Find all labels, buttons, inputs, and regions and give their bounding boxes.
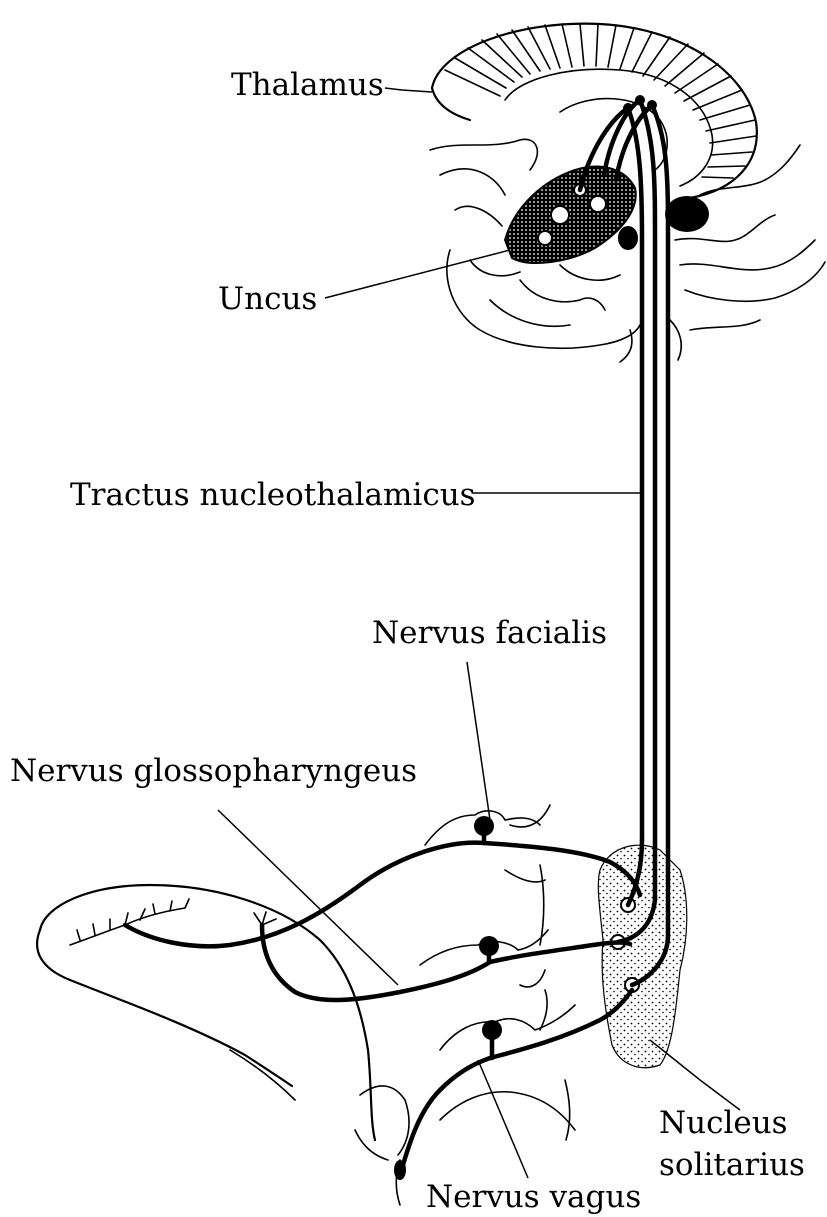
label-uncus: Uncus xyxy=(218,281,317,317)
nucleus-solitarius-region xyxy=(598,845,686,1067)
label-nucleus: Nucleus xyxy=(659,1105,788,1141)
label-nervus-vagus: Nervus vagus xyxy=(426,1179,641,1215)
nerve-facialis xyxy=(125,816,640,946)
uncus-mass xyxy=(505,167,709,263)
pharynx-contours xyxy=(230,805,575,1205)
brain-contours xyxy=(430,139,825,362)
label-nervus-glossopharyngeus: Nervus glossopharyngeus xyxy=(10,753,417,789)
label-nervus-facialis: Nervus facialis xyxy=(372,615,607,651)
taste-buds xyxy=(70,899,276,945)
tongue-outline xyxy=(37,885,375,1140)
label-thalamus: Thalamus xyxy=(231,67,384,103)
tractus-bundle xyxy=(628,100,668,935)
label-tractus-nucleothalamicus: Tractus nucleothalamicus xyxy=(70,477,476,513)
label-solitarius: solitarius xyxy=(659,1147,805,1183)
